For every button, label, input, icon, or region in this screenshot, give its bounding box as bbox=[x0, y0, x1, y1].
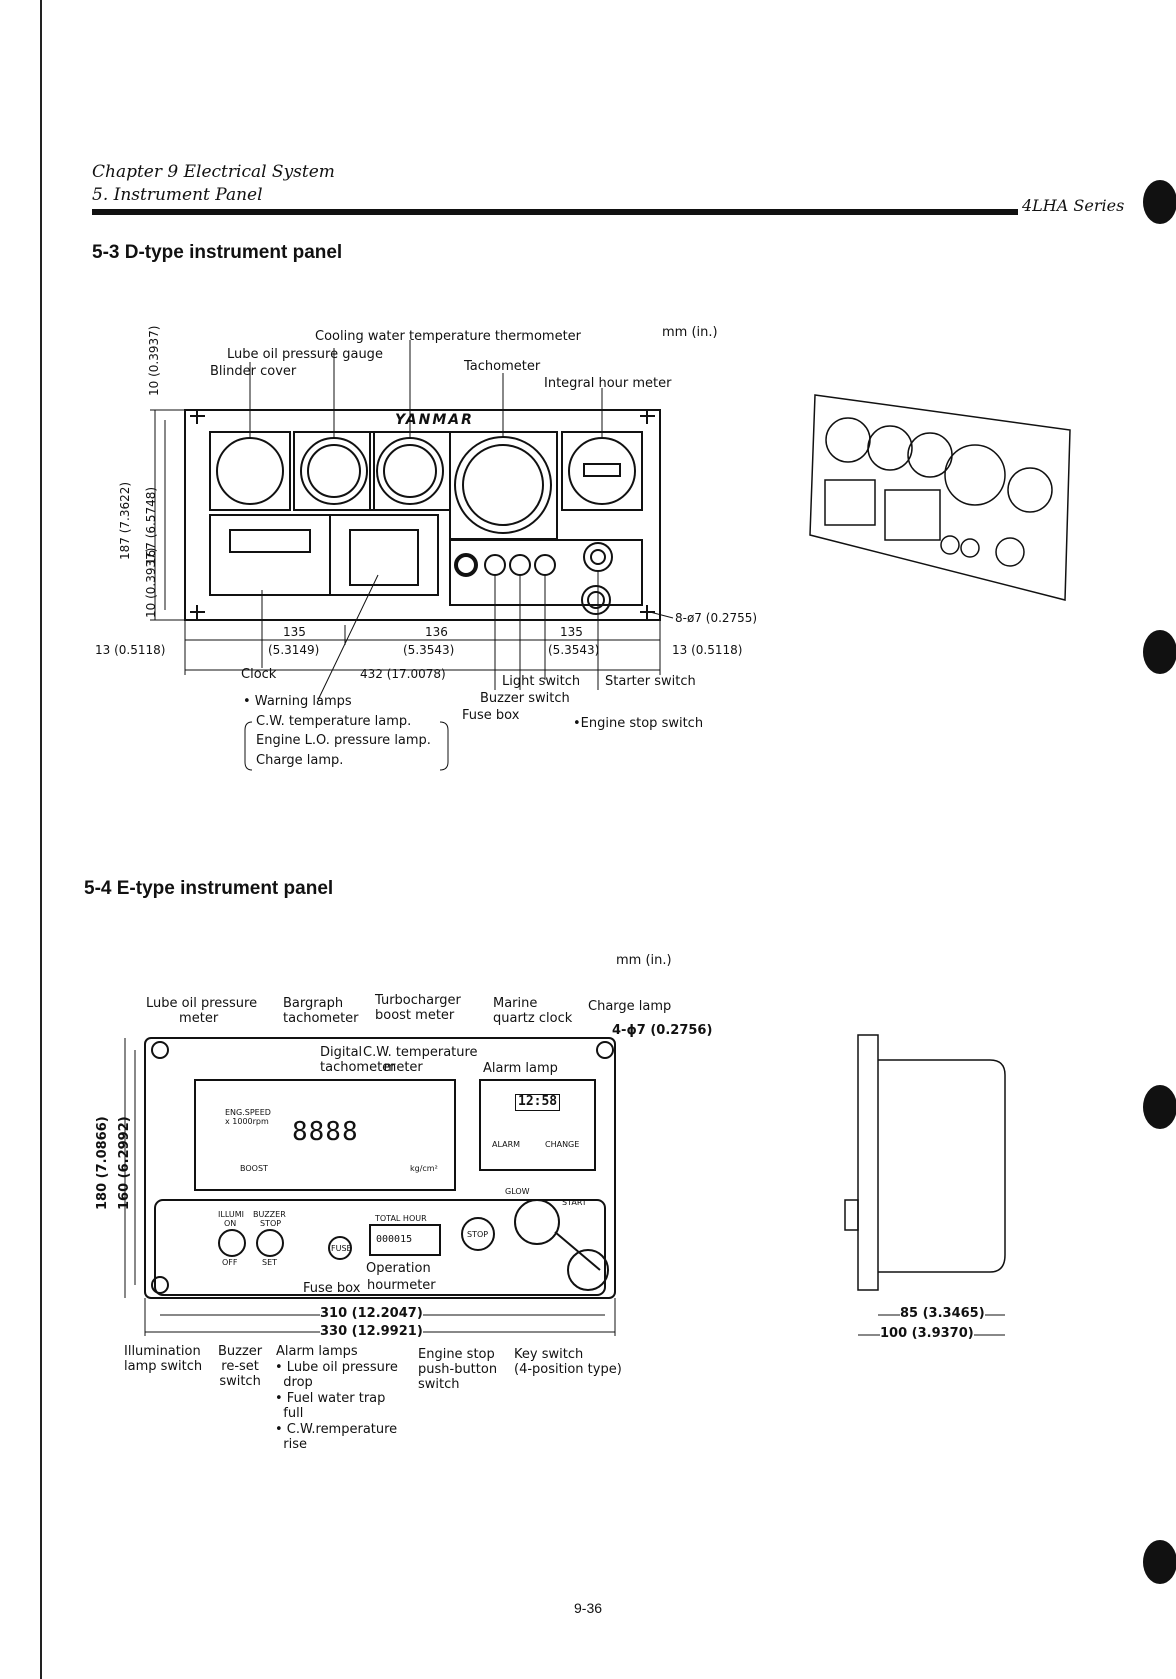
section-5-3-title: 5-3 D-type instrument panel bbox=[92, 242, 343, 263]
panel-rpm-scale: x 1000rpm bbox=[225, 1117, 269, 1126]
panel-set: SET bbox=[262, 1258, 278, 1267]
panel-off: OFF bbox=[222, 1258, 238, 1267]
label-engine-stop-e: Engine stop push-button switch bbox=[418, 1347, 498, 1392]
d-panel-perspective bbox=[809, 394, 1071, 601]
units-label-d: mm (in.) bbox=[662, 325, 718, 340]
binder-hole-3 bbox=[1143, 1085, 1176, 1129]
panel-illumi: ILLUMI bbox=[218, 1210, 244, 1219]
label-tachometer: Tachometer bbox=[464, 359, 541, 374]
binder-hole-4 bbox=[1143, 1540, 1176, 1584]
alarm-item-lube: • Lube oil pressure drop bbox=[275, 1360, 398, 1390]
section-subtitle: 5. Instrument Panel bbox=[92, 185, 263, 205]
label-key-switch: Key switch (4-position type) bbox=[514, 1347, 622, 1377]
d-panel-outline bbox=[184, 409, 661, 621]
label-hourmeter: hourmeter bbox=[367, 1278, 436, 1293]
dim-85: 85 (3.3465) bbox=[900, 1306, 985, 1322]
label-engine-stop: •Engine stop switch bbox=[573, 716, 704, 731]
panel-buzzer: BUZZER bbox=[253, 1210, 286, 1219]
label-warning-lamps: • Warning lamps bbox=[243, 694, 352, 709]
label-charge-lamp: Charge lamp. bbox=[256, 753, 344, 768]
panel-boost: BOOST bbox=[240, 1164, 268, 1173]
label-hour-meter: Integral hour meter bbox=[544, 376, 672, 391]
panel-total-hour: TOTAL HOUR bbox=[375, 1214, 427, 1223]
dim-10a: 10 (0.3937) bbox=[147, 325, 161, 396]
label-starter-switch: Starter switch bbox=[605, 674, 696, 689]
panel-kg: kg/cm² bbox=[410, 1164, 438, 1173]
dim-10b: 10 (0.3937) bbox=[144, 547, 158, 618]
label-charge-lamp-e: Charge lamp bbox=[588, 999, 672, 1014]
label-lube-oil-meter: Lube oil pressure meter bbox=[146, 996, 258, 1026]
label-buzzer-switch: Buzzer switch bbox=[480, 691, 570, 706]
label-light-switch: Light switch bbox=[502, 674, 581, 689]
panel-glow: GLOW bbox=[505, 1187, 530, 1196]
dim-160: 160 (6.2992) bbox=[117, 1116, 132, 1210]
label-bargraph-tach: Bargraph tachometer bbox=[283, 996, 359, 1026]
series-label: 4LHA Series bbox=[1022, 196, 1125, 215]
hourmeter-display: 000015 bbox=[376, 1234, 413, 1245]
label-buzzer-reset: Buzzer re-set switch bbox=[218, 1344, 263, 1389]
alarm-item-cw: • C.W.remperature rise bbox=[275, 1422, 398, 1452]
dim-136-in: (5.3543) bbox=[403, 643, 455, 657]
label-illumination-switch: Illumination lamp switch bbox=[124, 1344, 203, 1374]
page-number: 9-36 bbox=[574, 1600, 603, 1616]
section-5-4-title: 5-4 E-type instrument panel bbox=[84, 878, 334, 899]
dim-135b: 135 bbox=[560, 625, 583, 639]
dim-135a: 135 bbox=[283, 625, 306, 639]
e-panel-side-view bbox=[844, 1034, 1006, 1336]
digital-tach-display: 8888 bbox=[292, 1117, 359, 1147]
label-mount-holes-d: 8-ø7 (0.2755) bbox=[675, 611, 758, 625]
dim-187: 187 (7.3622) bbox=[118, 481, 132, 560]
binder-hole-2 bbox=[1143, 630, 1176, 674]
label-lo-lamp: Engine L.O. pressure lamp. bbox=[256, 733, 431, 748]
binding-margin-line bbox=[40, 0, 42, 1679]
label-cw-meter: C.W. temperature meter bbox=[363, 1045, 478, 1075]
dim-135b-in: (5.3543) bbox=[548, 643, 600, 657]
panel-eng-speed: ENG.SPEED bbox=[225, 1108, 271, 1117]
label-operation: Operation bbox=[366, 1261, 431, 1276]
label-lube-oil-gauge: Lube oil pressure gauge bbox=[227, 347, 383, 362]
label-fuse-box-e: Fuse box bbox=[303, 1281, 361, 1296]
header-rule bbox=[92, 209, 1018, 215]
label-marine-clock: Marine quartz clock bbox=[493, 996, 573, 1026]
label-cw-lamp: C.W. temperature lamp. bbox=[256, 714, 412, 729]
alarm-item-fuel: • Fuel water trap full bbox=[275, 1391, 386, 1421]
panel-stop-btn: STOP bbox=[467, 1230, 489, 1239]
panel-stop: STOP bbox=[260, 1219, 282, 1228]
dim-13-left: 13 (0.5118) bbox=[95, 643, 166, 657]
panel-alarm: ALARM bbox=[492, 1140, 521, 1149]
panel-fuse: FUSE bbox=[331, 1244, 352, 1253]
dim-136: 136 bbox=[425, 625, 448, 639]
panel-on: ON bbox=[224, 1219, 237, 1228]
label-mount-holes-e: 4-ϕ7 (0.2756) bbox=[612, 1023, 713, 1038]
panel-change: CHANGE bbox=[545, 1140, 580, 1149]
dim-432: 432 (17.0078) bbox=[360, 667, 446, 681]
dim-180: 180 (7.0866) bbox=[95, 1116, 110, 1210]
label-fuse-box: Fuse box bbox=[462, 708, 520, 723]
dim-135a-in: (5.3149) bbox=[268, 643, 320, 657]
e-type-panel-drawing bbox=[124, 1037, 616, 1336]
label-digital-tach: Digital tachometer bbox=[320, 1045, 396, 1075]
units-label-e: mm (in.) bbox=[616, 953, 672, 968]
chapter-title: Chapter 9 Electrical System bbox=[92, 162, 335, 182]
d-brand-logo: YANMAR bbox=[395, 412, 474, 428]
label-clock: Clock bbox=[241, 667, 277, 682]
label-blinder-cover: Blinder cover bbox=[210, 364, 297, 379]
label-alarm-lamps: Alarm lamps bbox=[276, 1344, 358, 1359]
label-alarm-lamp: Alarm lamp bbox=[483, 1061, 558, 1076]
label-cooling-thermometer: Cooling water temperature thermometer bbox=[315, 329, 582, 344]
panel-start: START bbox=[562, 1198, 587, 1207]
label-turbo-boost: Turbocharger boost meter bbox=[375, 993, 461, 1023]
clock-display: 12:58 bbox=[515, 1094, 561, 1111]
dim-310: 310 (12.2047) bbox=[320, 1306, 423, 1322]
dim-100: 100 (3.9370) bbox=[880, 1326, 974, 1342]
dim-13-right: 13 (0.5118) bbox=[672, 643, 743, 657]
dim-330: 330 (12.9921) bbox=[320, 1324, 423, 1340]
binder-hole-1 bbox=[1143, 180, 1176, 224]
